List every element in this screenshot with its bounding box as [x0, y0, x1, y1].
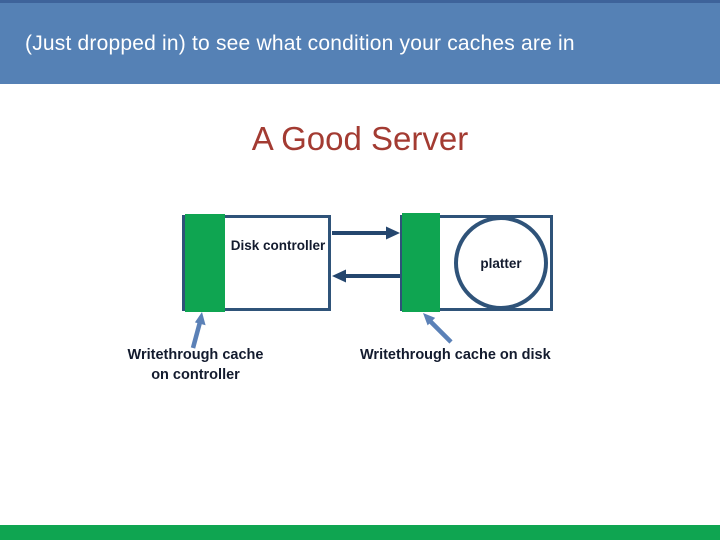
- header-quote: (Just dropped in) to see what condition …: [25, 31, 575, 55]
- controller-cache-caption: Writethrough cache on controller: [108, 345, 283, 385]
- platter-label: platter: [480, 255, 522, 271]
- disk-cache-caption: Writethrough cache on disk: [360, 347, 551, 363]
- footer-green-bar: [0, 525, 720, 540]
- disk-controller-label: Disk controller: [230, 238, 326, 253]
- arrow-right-to-disk-icon: [332, 226, 400, 240]
- controller-cache-caption-line2: on controller: [151, 367, 240, 383]
- platter-circle: platter: [454, 216, 548, 310]
- disk-cache-green-rect: [402, 213, 440, 312]
- leader-arrow-disk-cache-icon: [423, 313, 453, 344]
- leader-arrow-controller-cache-icon: [190, 312, 206, 349]
- page-title: A Good Server: [251, 120, 469, 157]
- controller-cache-green-rect: [185, 214, 225, 312]
- arrow-left-to-controller-icon: [332, 269, 400, 283]
- header-banner: (Just dropped in) to see what condition …: [0, 0, 720, 84]
- controller-cache-caption-line1: Writethrough cache: [127, 347, 264, 363]
